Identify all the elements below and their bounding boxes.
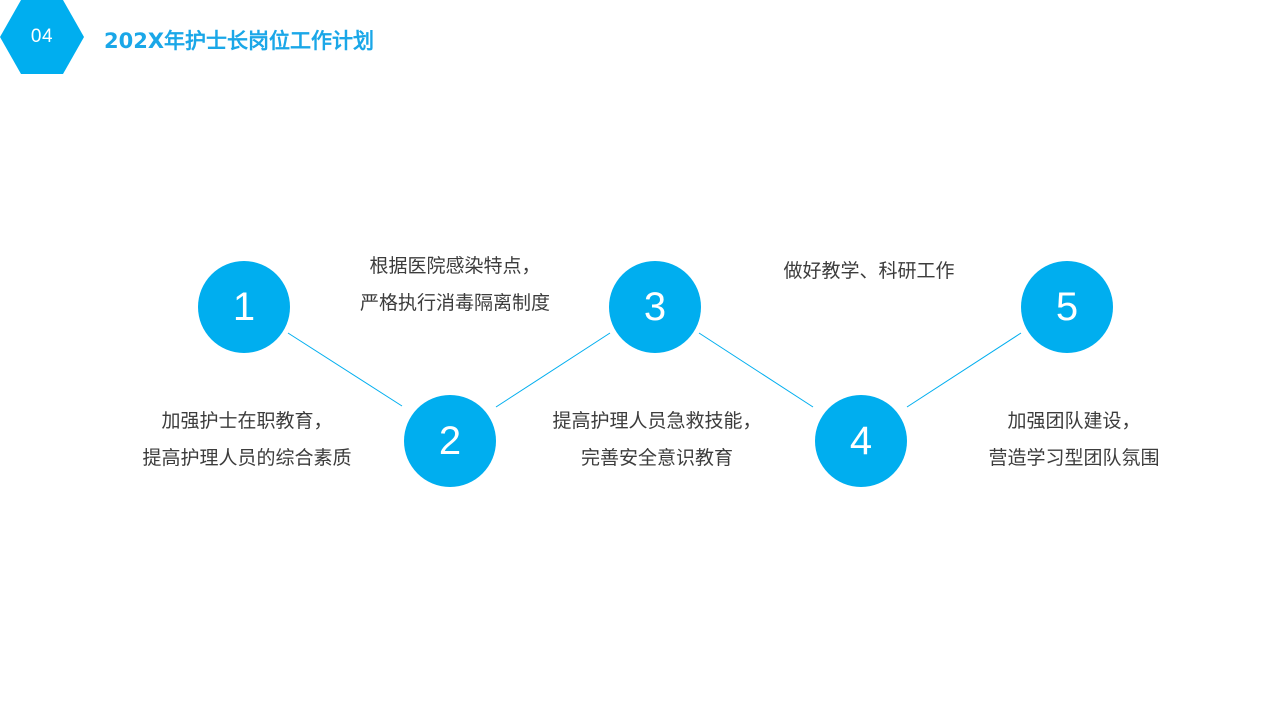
step-text-5: 加强团队建设， 营造学习型团队氛围 <box>934 403 1214 477</box>
connector-4-5 <box>906 332 1022 408</box>
step-text-1-line-1: 加强护士在职教育， <box>161 410 333 432</box>
step-text-1: 加强护士在职教育， 提高护理人员的综合素质 <box>107 403 387 477</box>
connector-3-4 <box>698 332 814 408</box>
step-circle-3: 3 <box>609 261 701 353</box>
step-circle-2: 2 <box>404 395 496 487</box>
step-text-3-line-2: 完善安全意识教育 <box>580 447 733 469</box>
step-text-2-line-2: 严格执行消毒隔离制度 <box>359 292 550 314</box>
step-text-4-line-1: 做好教学、科研工作 <box>783 260 955 282</box>
step-text-5-line-2: 营造学习型团队氛围 <box>988 447 1160 469</box>
hexagon-shape <box>0 0 84 74</box>
section-badge: 04 <box>0 0 84 74</box>
step-text-2-line-1: 根据医院感染特点， <box>369 255 541 277</box>
step-text-5-line-1: 加强团队建设， <box>1007 410 1141 432</box>
step-text-1-line-2: 提高护理人员的综合素质 <box>142 447 352 469</box>
step-text-3: 提高护理人员急救技能， 完善安全意识教育 <box>517 403 797 477</box>
step-circle-4: 4 <box>815 395 907 487</box>
step-circle-1: 1 <box>198 261 290 353</box>
step-text-2: 根据医院感染特点， 严格执行消毒隔离制度 <box>315 248 595 322</box>
section-number: 04 <box>30 26 54 47</box>
step-text-4: 做好教学、科研工作 <box>729 253 1009 290</box>
connector-1-2 <box>287 332 403 407</box>
connector-2-3 <box>495 332 611 408</box>
page-title: 202X年护士长岗位工作计划 <box>104 29 375 53</box>
step-text-3-line-1: 提高护理人员急救技能， <box>552 410 762 432</box>
step-circle-5: 5 <box>1021 261 1113 353</box>
